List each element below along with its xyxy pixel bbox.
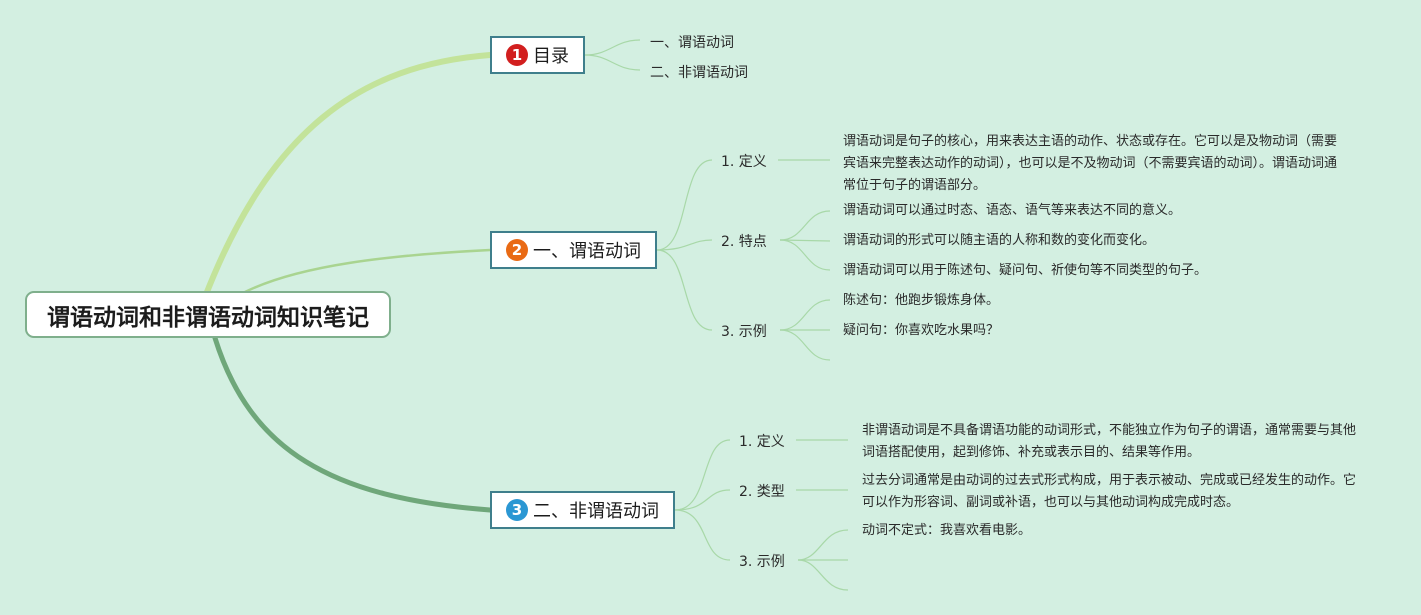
toc-item-2[interactable]: 二、非谓语动词 bbox=[650, 65, 748, 81]
toc-item-1[interactable]: 一、谓语动词 bbox=[650, 35, 734, 51]
leaf-nonpred-example-1[interactable]: 动词不定式：我喜欢看电影。 bbox=[862, 523, 1032, 538]
root-topic[interactable]: 谓语动词和非谓语动词知识笔记 bbox=[25, 291, 391, 338]
branch-toc[interactable]: 1 目录 bbox=[490, 36, 585, 74]
leaf-nonpred-types[interactable]: 过去分词通常是由动词的过去式形式构成，用于表示被动、完成或已经发生的动作。它可以… bbox=[862, 473, 1357, 510]
branch-label: 二、非谓语动词 bbox=[533, 501, 659, 522]
sub-examples[interactable]: 3. 示例 bbox=[739, 554, 785, 570]
leaf-example-2[interactable]: 疑问句：你喜欢吃水果吗？ bbox=[843, 323, 1000, 338]
branch-label: 一、谓语动词 bbox=[533, 241, 641, 262]
sub-definition[interactable]: 1. 定义 bbox=[739, 434, 785, 450]
badge-1: 1 bbox=[506, 44, 528, 66]
root-title: 谓语动词和非谓语动词知识笔记 bbox=[47, 304, 369, 331]
leaf-feature-2[interactable]: 谓语动词的形式可以随主语的人称和数的变化而变化。 bbox=[843, 233, 1156, 248]
badge-3: 3 bbox=[506, 499, 528, 521]
leaf-example-1[interactable]: 陈述句：他跑步锻炼身体。 bbox=[843, 293, 1000, 308]
branch-non-predicate-verb[interactable]: 3 二、非谓语动词 bbox=[490, 491, 675, 529]
leaf-nonpred-definition[interactable]: 非谓语动词是不具备谓语功能的动词形式，不能独立作为句子的谓语，通常需要与其他词语… bbox=[862, 423, 1357, 460]
branch-curve-1 bbox=[202, 52, 493, 300]
leaf-feature-1[interactable]: 谓语动词可以通过时态、语态、语气等来表达不同的意义。 bbox=[843, 203, 1182, 218]
leaf-definition[interactable]: 谓语动词是句子的核心，用来表达主语的动作、状态或存在。它可以是及物动词（需要宾语… bbox=[843, 134, 1338, 193]
branch-curve-3 bbox=[212, 335, 493, 513]
badge-2: 2 bbox=[506, 239, 528, 261]
sub-types[interactable]: 2. 类型 bbox=[739, 484, 785, 500]
sub-examples[interactable]: 3. 示例 bbox=[721, 324, 767, 340]
branch-curve-2 bbox=[244, 248, 491, 294]
sub-definition[interactable]: 1. 定义 bbox=[721, 154, 767, 170]
sub-features[interactable]: 2. 特点 bbox=[721, 234, 767, 250]
leaf-feature-3[interactable]: 谓语动词可以用于陈述句、疑问句、祈使句等不同类型的句子。 bbox=[843, 263, 1208, 278]
branch-label: 目录 bbox=[533, 46, 569, 67]
branch-predicate-verb[interactable]: 2 一、谓语动词 bbox=[490, 231, 657, 269]
